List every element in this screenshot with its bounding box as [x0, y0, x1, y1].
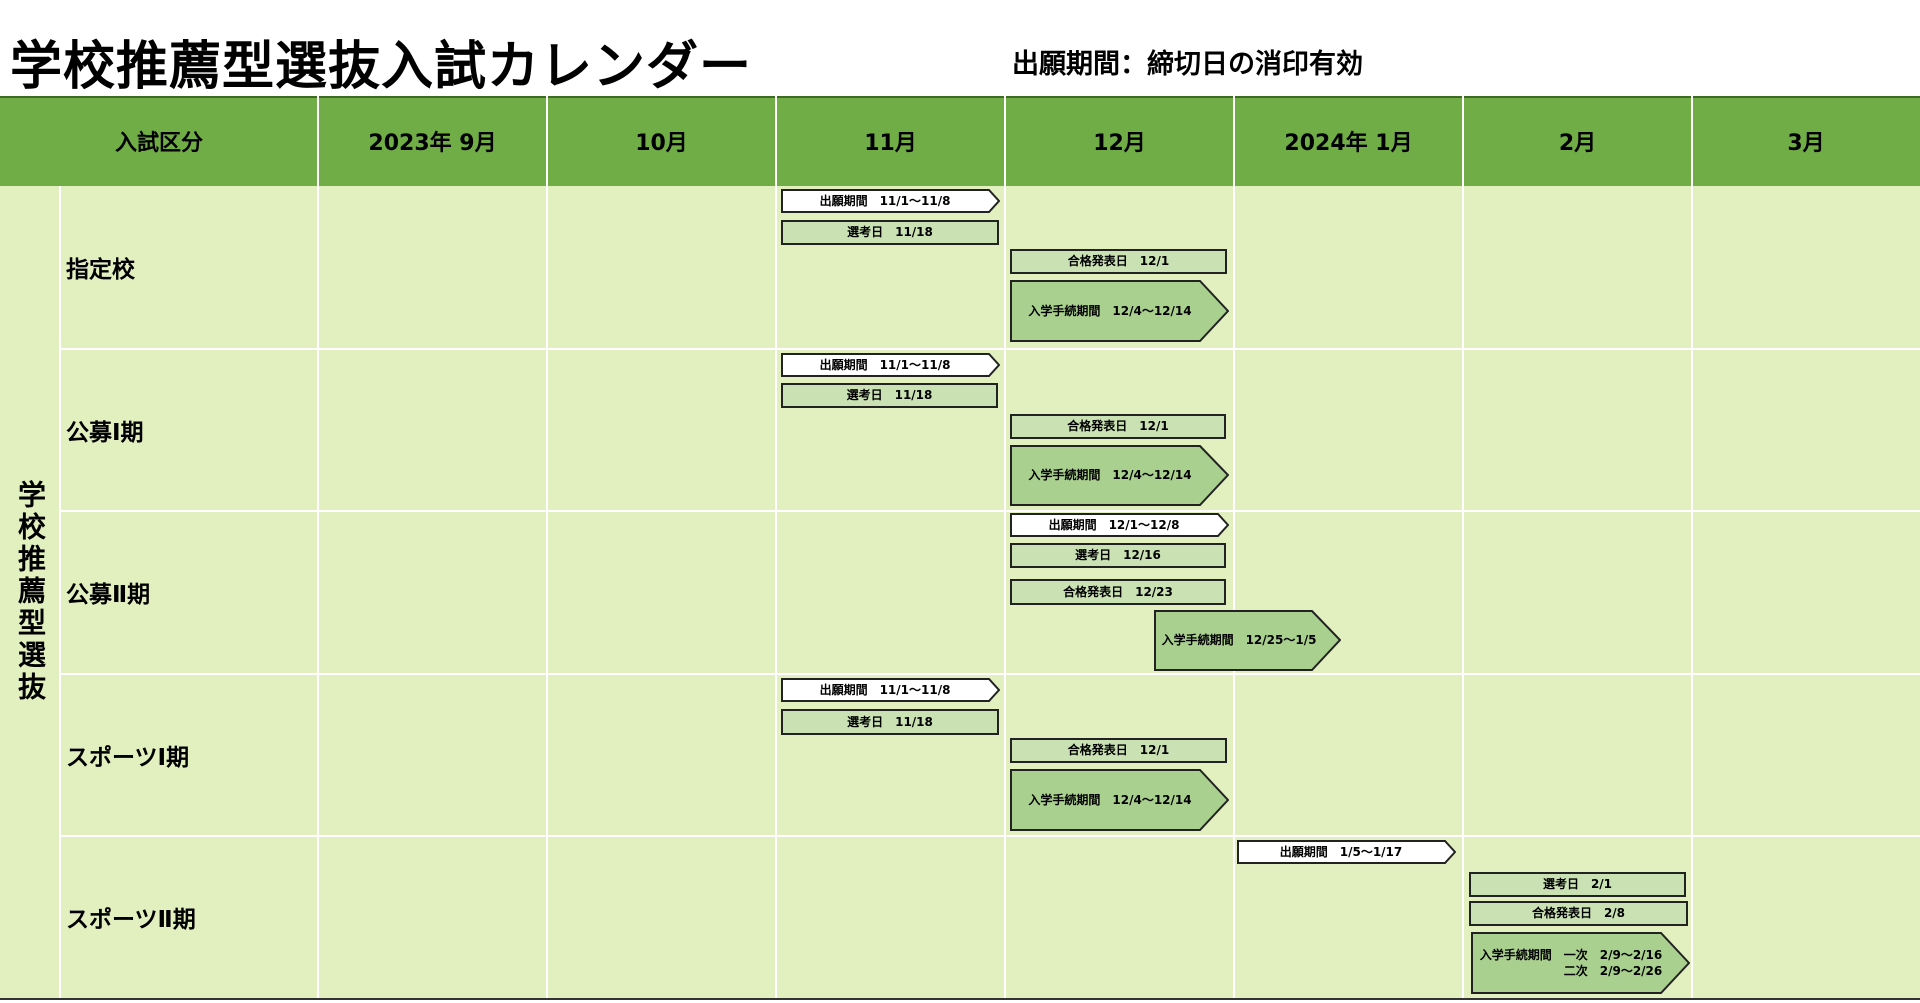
- grid-line: [60, 348, 1920, 350]
- grid-line: [60, 510, 1920, 512]
- grid-line: [60, 673, 1920, 675]
- grid-line: [317, 186, 319, 998]
- event-label: 出願期間 11/1～11/8: [819, 682, 951, 697]
- category-cell: 学校推薦型選抜: [0, 186, 60, 998]
- grid-line: [1004, 186, 1006, 998]
- enrollment-period-arrow: 入学手続期間 12/4～12/14: [1010, 769, 1229, 831]
- header-divider: [1004, 96, 1006, 186]
- grid-line: [59, 186, 61, 998]
- enrollment-period-arrow: 入学手続期間 12/4～12/14: [1010, 445, 1229, 506]
- header-month-mar: 3月: [1787, 131, 1825, 156]
- header-month-nov: 11月: [864, 131, 917, 156]
- application-period-arrow: 出願期間 12/1～12/8: [1010, 513, 1229, 537]
- header-divider: [317, 96, 319, 186]
- header-band: [0, 96, 1920, 186]
- header-divider: [1462, 96, 1464, 186]
- result-announcement-bar: 合格発表日 2/8: [1469, 901, 1688, 926]
- header-month-feb: 2月: [1558, 131, 1597, 156]
- selection-date-bar: 選考日 11/18: [781, 383, 998, 408]
- event-label: 入学手続期間 12/4～12/14: [1028, 468, 1192, 483]
- header-divider: [775, 96, 777, 186]
- category-label: 学校推薦型選抜: [14, 480, 47, 704]
- application-period-arrow: 出願期間 11/1～11/8: [781, 189, 1000, 213]
- event-label: 入学手続期間 12/25～1/5: [1161, 633, 1317, 648]
- header-month-dec: 12月: [1093, 131, 1146, 156]
- header-month-jan: 2024年 1月: [1284, 131, 1413, 156]
- grid-line: [60, 835, 1920, 837]
- row-label: 指定校: [66, 257, 135, 283]
- selection-date-bar: 選考日 12/16: [1010, 543, 1226, 568]
- page-subtitle: 出願期間：締切日の消印有効: [1012, 49, 1363, 80]
- event-label: 入学手続期間 12/4～12/14: [1028, 303, 1192, 318]
- result-announcement-bar: 合格発表日 12/1: [1010, 738, 1227, 763]
- application-period-arrow: 出願期間 11/1～11/8: [781, 678, 1000, 702]
- header-category: 入試区分: [114, 131, 203, 156]
- header-divider: [1691, 96, 1693, 186]
- selection-date-bar: 選考日 11/18: [781, 220, 999, 245]
- page-title: 学校推薦型選抜入試カレンダー: [10, 37, 753, 97]
- result-announcement-bar: 合格発表日 12/23: [1010, 579, 1226, 605]
- grid-line: [546, 186, 548, 998]
- grid-line: [775, 186, 777, 998]
- grid-line: [1462, 186, 1464, 998]
- event-label: 入学手続期間 一次 2/9～2/16 二次 2/9～2/26: [1479, 947, 1663, 978]
- header-divider: [546, 96, 548, 186]
- grid-line: [1691, 186, 1693, 998]
- header-month-sep: 2023年 9月: [368, 131, 497, 156]
- application-period-arrow: 出願期間 11/1～11/8: [781, 353, 1000, 377]
- row-label: 公募Ⅱ期: [66, 582, 151, 608]
- event-label: 出願期間 12/1～12/8: [1048, 517, 1180, 532]
- calendar-body: [0, 186, 1920, 1000]
- result-announcement-bar: 合格発表日 12/1: [1010, 414, 1226, 439]
- event-label: 出願期間 11/1～11/8: [819, 357, 951, 372]
- header-divider: [1233, 96, 1235, 186]
- row-label: スポーツⅡ期: [66, 907, 196, 933]
- selection-date-bar: 選考日 2/1: [1469, 872, 1686, 897]
- application-period-arrow: 出願期間 1/5～1/17: [1237, 840, 1456, 864]
- grid-line: [1233, 186, 1235, 998]
- bottom-border: [0, 998, 1920, 1000]
- event-label: 出願期間 11/1～11/8: [819, 193, 951, 208]
- row-label: 公募Ⅰ期: [66, 420, 144, 446]
- selection-date-bar: 選考日 11/18: [781, 709, 999, 735]
- enrollment-period-arrow: 入学手続期間 12/4～12/14: [1010, 280, 1229, 342]
- enrollment-period-arrow: 入学手続期間 一次 2/9～2/16 二次 2/9～2/26: [1471, 932, 1690, 994]
- row-label: スポーツⅠ期: [66, 745, 190, 771]
- enrollment-period-arrow: 入学手続期間 12/25～1/5: [1154, 610, 1341, 671]
- event-label: 出願期間 1/5～1/17: [1279, 844, 1403, 859]
- event-label: 入学手続期間 12/4～12/14: [1028, 792, 1192, 807]
- result-announcement-bar: 合格発表日 12/1: [1010, 249, 1227, 274]
- header-month-oct: 10月: [635, 131, 688, 156]
